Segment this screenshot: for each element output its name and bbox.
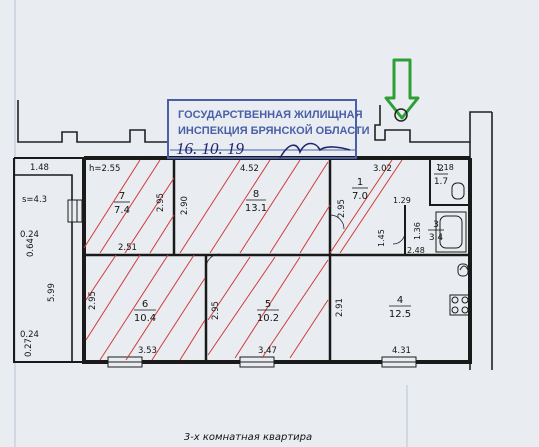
plan-caption: 3-х комнатная квартира (184, 432, 312, 443)
room-number: 6 (142, 299, 148, 310)
dimension-label: 0.64 (26, 238, 36, 257)
dimension-label: 2.95 (156, 193, 166, 212)
dimension-label: 4.31 (392, 346, 411, 356)
stamp-handwritten-date: 16. 10. 19 (176, 139, 245, 158)
green-arrow-icon (384, 58, 420, 122)
dimension-label: 3.47 (258, 346, 277, 356)
dimension-label: 3.53 (138, 346, 157, 356)
toilet (451, 182, 465, 200)
dimension-label: 3.02 (373, 164, 392, 174)
room-area: 7.0 (352, 191, 368, 202)
dimension-label: 1.36 (413, 222, 422, 240)
dimension-label: 2.91 (335, 298, 345, 317)
room-area: 1.7 (434, 177, 448, 187)
dimension-label: 2.95 (88, 291, 98, 310)
room-labels: 7 7.4 8 13.1 1 7.0 2 1.7 3 3.4 6 10.4 5 … (114, 164, 448, 324)
dimension-label: 2.48 (407, 246, 425, 255)
dimension-label: 2.51 (118, 243, 137, 253)
room-number: 3 (433, 220, 439, 230)
room-number: 7 (119, 191, 125, 202)
dimension-label: s=4.3 (22, 195, 47, 205)
windows (107, 356, 417, 368)
dimension-label: 2.90 (180, 196, 190, 215)
stove (449, 294, 471, 316)
room-number: 5 (265, 299, 271, 310)
room-area: 10.2 (257, 313, 279, 324)
dimension-label: 2.95 (211, 301, 221, 320)
dimension-label: 0.27 (24, 338, 34, 357)
room-number: 1 (357, 177, 363, 188)
inspection-stamp: ГОСУДАРСТВЕННАЯ ЖИЛИЩНАЯ ИНСПЕКЦИЯ БРЯНС… (167, 99, 370, 159)
bathroom-fixtures (435, 182, 469, 277)
doors (205, 214, 406, 269)
dimension-labels: 1.48 h=2.55 4.52 3.02 1.18 s=4.3 0.24 0.… (20, 163, 454, 357)
stamp-line-1: ГОСУДАРСТВЕННАЯ ЖИЛИЩНАЯ (178, 109, 363, 121)
dimension-label: 1.18 (436, 163, 454, 172)
room-area: 13.1 (245, 203, 267, 214)
dimension-label: 4.52 (240, 164, 259, 174)
room-number: 2 (438, 164, 444, 174)
room-number: 8 (253, 189, 259, 200)
stamp-line-2: ИНСПЕКЦИЯ БРЯНСКОЙ ОБЛАСТИ (178, 124, 370, 137)
dimension-label: 0.24 (20, 330, 39, 340)
bathtub (435, 211, 467, 253)
dimension-label: 1.45 (377, 229, 386, 247)
room-number: 4 (397, 295, 403, 306)
dimension-label: 2.95 (337, 199, 347, 218)
dimension-label: 0.24 (20, 230, 39, 240)
room-area: 10.4 (134, 313, 156, 324)
dimension-label: 1.29 (393, 196, 411, 205)
dimension-label: 5.99 (47, 283, 57, 302)
side-window (67, 199, 83, 223)
dimension-label: h=2.55 (89, 164, 120, 174)
room-area: 3.4 (429, 233, 444, 243)
room-area: 12.5 (389, 309, 411, 320)
inspector-signature (279, 142, 351, 159)
dimension-label: 1.48 (30, 163, 49, 173)
red-hatching (83, 159, 403, 361)
room-area: 7.4 (114, 205, 130, 216)
